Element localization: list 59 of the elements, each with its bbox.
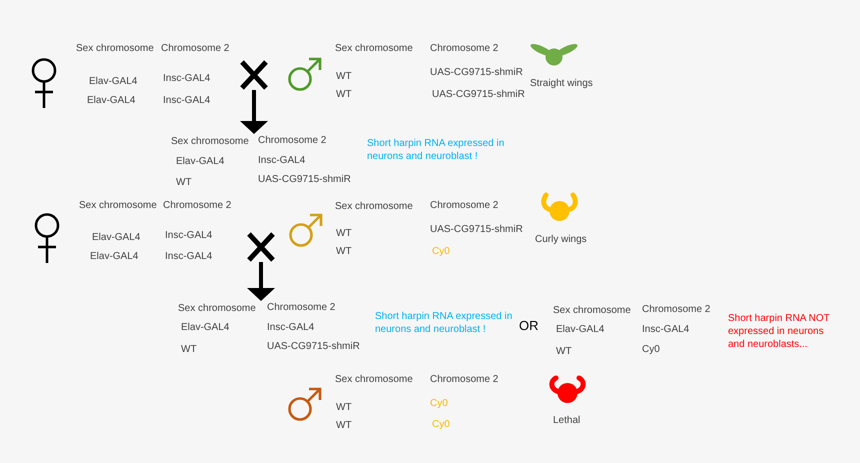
allele-label: WT <box>556 346 572 358</box>
allele-label: WT <box>336 246 352 258</box>
column-heading: Chromosome 2 <box>267 302 336 314</box>
phenotype-label: Lethal <box>553 415 580 427</box>
allele-label: WT <box>336 228 352 240</box>
note-text: Short harpin RNA expressed in neurons and neuroblast ! <box>367 136 506 162</box>
allele-label: Elav-GAL4 <box>92 232 140 244</box>
allele-label: Elav-GAL4 <box>87 95 136 107</box>
column-heading: Chromosome 2 <box>642 304 710 316</box>
allele-label: Elav-GAL4 <box>181 322 230 334</box>
allele-label: WT <box>181 344 197 356</box>
allele-label: Insc-GAL4 <box>165 230 212 242</box>
allele-label: Elav-GAL4 <box>89 76 138 88</box>
allele-label: WT <box>336 402 352 414</box>
column-heading: Sex chromosome <box>335 43 413 55</box>
column-heading: Sex chromosome <box>178 303 256 315</box>
allele-label: Elav-GAL4 <box>176 156 224 168</box>
column-heading: Sex chromosome <box>171 136 249 148</box>
column-heading: Sex chromosome <box>79 200 157 212</box>
allele-label: Elav-GAL4 <box>556 324 604 336</box>
column-heading: Sex chromosome <box>335 374 413 386</box>
phenotype-label: Curly wings <box>535 234 587 246</box>
note-text: Short harpin RNA NOT expressed in neurons and neuroblasts... <box>728 312 831 350</box>
allele-label: Insc-GAL4 <box>165 251 212 263</box>
column-heading: Sex chromosome <box>335 201 413 213</box>
column-heading: Chromosome 2 <box>161 43 230 55</box>
column-heading: Chromosome 2 <box>430 43 498 55</box>
allele-label: WT <box>336 89 352 101</box>
allele-label: Insc-GAL4 <box>163 95 210 107</box>
column-heading: Chromosome 2 <box>258 135 326 147</box>
conjunction-label: OR <box>519 318 538 334</box>
column-heading: Chromosome 2 <box>430 200 498 212</box>
allele-label: UAS-CG9715-shmiR <box>267 341 360 353</box>
note-text: Short harpin RNA expressed in neurons and neuroblast ! <box>375 310 514 336</box>
allele-label: UAS-CG9715-shmiR <box>432 89 525 101</box>
column-heading: Sex chromosome <box>553 305 631 317</box>
allele-label: Cy0 <box>642 344 660 356</box>
allele-label: UAS-CG9715-shmiR <box>258 174 351 186</box>
allele-label: WT <box>336 71 352 83</box>
allele-label: WT <box>336 420 352 432</box>
column-heading: Chromosome 2 <box>430 374 498 386</box>
phenotype-label: Straight wings <box>530 78 593 90</box>
allele-label: UAS-CG9715-shmiR <box>430 224 523 236</box>
allele-label: Insc-GAL4 <box>163 73 210 85</box>
cross-sign <box>247 232 275 262</box>
arrow <box>240 90 268 134</box>
allele-label: Cy0 <box>430 398 448 410</box>
allele-label: Elav-GAL4 <box>90 251 138 263</box>
allele-label: Insc-GAL4 <box>258 155 306 167</box>
allele-label: UAS-CG9715-shmiR <box>430 67 523 79</box>
allele-label: Cy0 <box>432 246 450 258</box>
allele-label: Cy0 <box>432 419 450 431</box>
column-heading: Sex chromosome <box>76 43 154 55</box>
cross-sign <box>240 60 268 90</box>
allele-label: Insc-GAL4 <box>642 324 690 336</box>
allele-label: Insc-GAL4 <box>267 322 314 334</box>
column-heading: Chromosome 2 <box>163 200 232 212</box>
allele-label: WT <box>176 177 192 189</box>
arrow <box>247 262 275 301</box>
